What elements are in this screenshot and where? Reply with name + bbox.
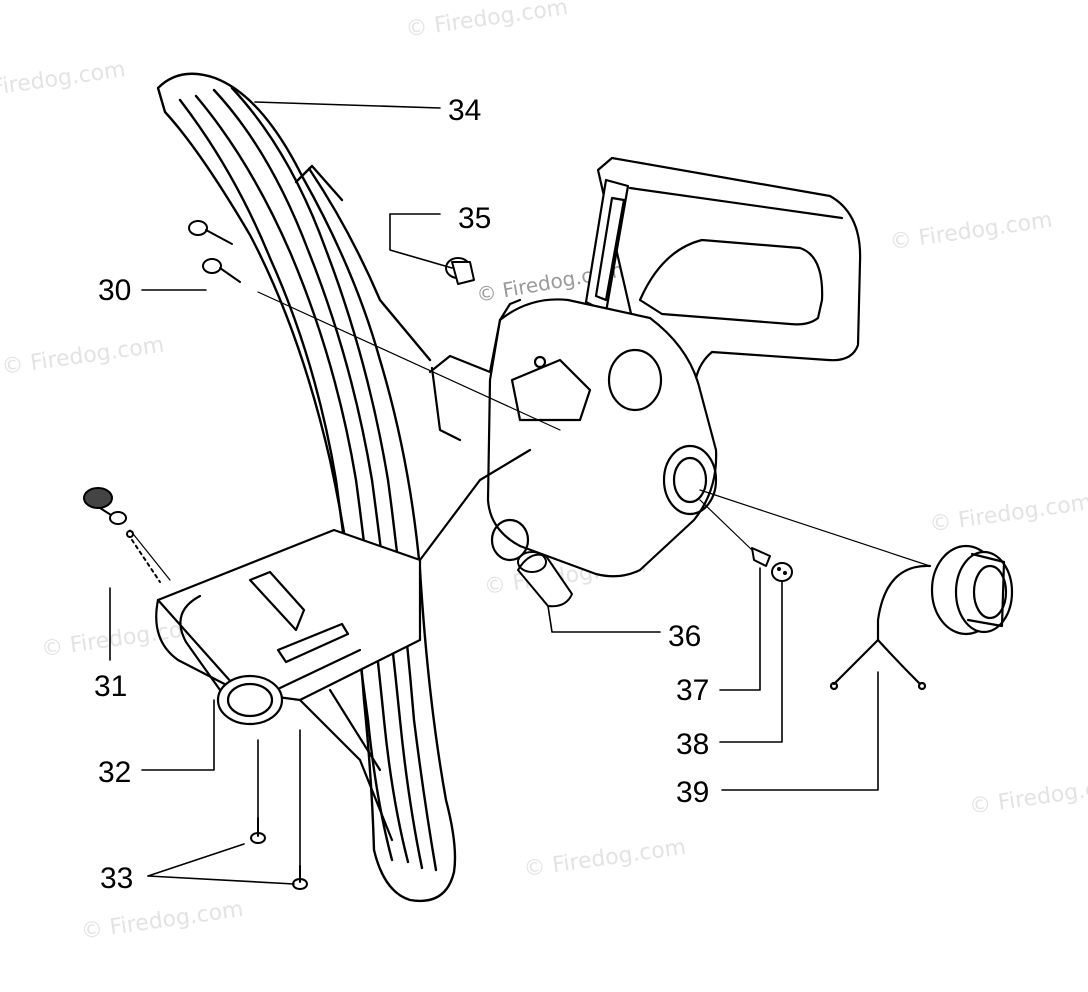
plug-35 xyxy=(445,257,475,285)
grommet-31 xyxy=(83,487,161,583)
bumper-36 xyxy=(517,551,573,608)
callout-39: 39 xyxy=(676,776,709,809)
watermark-text: © Firedog.com xyxy=(928,490,1088,538)
callout-36: 36 xyxy=(668,620,701,653)
callout-32: 32 xyxy=(98,756,131,789)
callout-35: 35 xyxy=(458,202,491,235)
watermark-text: © Firedog.com xyxy=(0,57,127,105)
tank-cap-39 xyxy=(829,544,1014,691)
screw-37 xyxy=(751,547,771,567)
watermark-text: © Firedog.com xyxy=(522,835,688,883)
watermark-text: © Firedog.com xyxy=(404,0,570,43)
callout-30: 30 xyxy=(98,274,131,307)
callout-38: 38 xyxy=(676,728,709,761)
callout-labels: 34 35 30 31 32 33 36 37 38 39 xyxy=(94,94,709,895)
leader-lines xyxy=(109,101,931,885)
screw-30 xyxy=(188,220,241,283)
callout-37: 37 xyxy=(676,674,709,707)
watermark-text: © Firedog.com xyxy=(0,333,166,381)
callout-31: 31 xyxy=(94,670,127,703)
screw-33 xyxy=(250,817,308,890)
filter-38 xyxy=(771,562,793,582)
lower-bracket xyxy=(155,448,532,842)
watermark-text: © Firedog.com xyxy=(968,772,1088,820)
watermark-text: © Firedog.com xyxy=(79,897,245,945)
front-handlebar xyxy=(156,72,457,903)
rear-handle-housing xyxy=(428,156,862,578)
callout-34: 34 xyxy=(448,94,481,127)
callout-33: 33 xyxy=(100,862,133,895)
watermark-text: © Firedog.com xyxy=(888,208,1054,256)
